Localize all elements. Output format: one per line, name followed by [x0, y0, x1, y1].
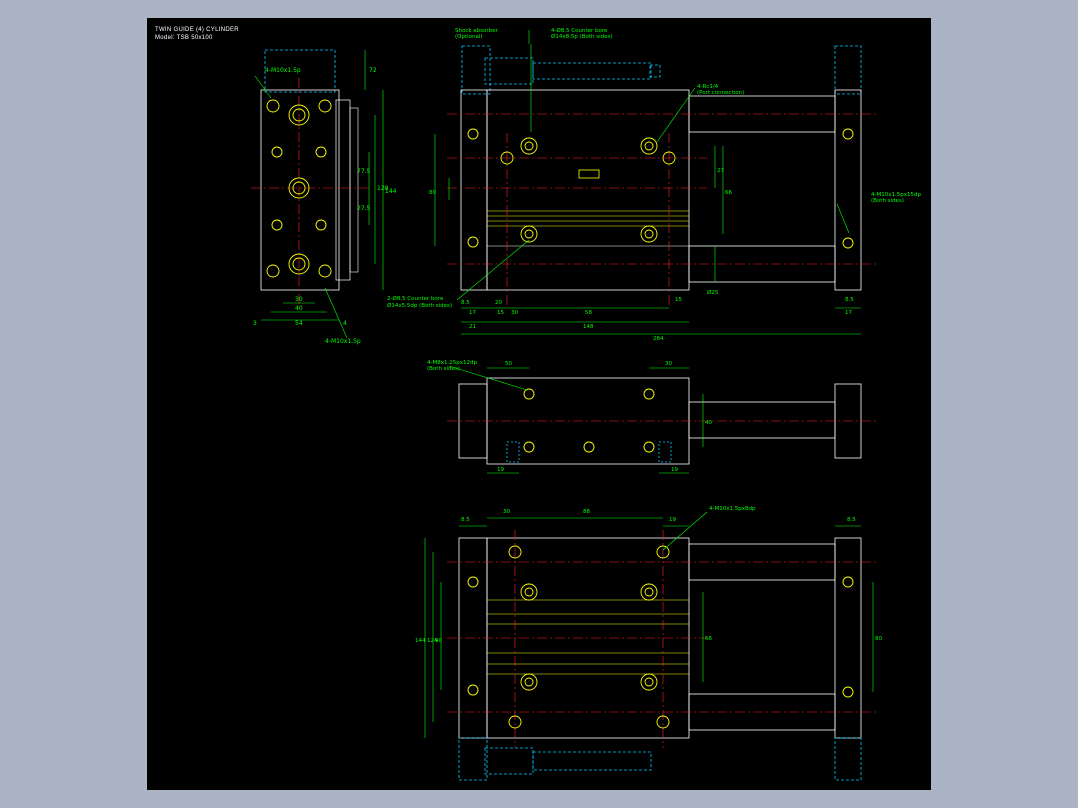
dim-plan-30: 30 [503, 509, 510, 515]
side-body-edge [349, 107, 359, 273]
dim-mid-40: 40 [705, 420, 712, 426]
dim-side-4: 4 [343, 320, 347, 327]
port-callout: 4-Rc1/4 [697, 84, 719, 90]
shock-absorber-body [484, 57, 534, 85]
side-view: 4-M10x1.5p 4-M10x1.5p 30 40 54 3 4 72 77… [251, 49, 397, 345]
front-view: Shock absorber (Optional) 4-Ø8.5 Counter… [387, 27, 921, 342]
dim-mid-19-right: 19 [671, 467, 678, 473]
plan-holes [467, 545, 854, 729]
middle-dim-lines [448, 365, 704, 474]
shock-absorber-optional: (Optional) [455, 34, 483, 40]
middle-view: 4-M8x1.25px12dp (Both sides) 50 30 40 19… [427, 360, 877, 474]
dim-front-27: 27 [717, 168, 724, 174]
plan-centerlines [447, 530, 877, 748]
pin-hole-spec: Ø14x5.5dp (Both sides) [387, 302, 452, 309]
side-holes [266, 99, 332, 278]
dim-front-58: 58 [585, 310, 592, 316]
mid-thread-callout: 4-M8x1.25px12dp [427, 360, 477, 366]
side-thread-callout: 4-M10x1.5p [265, 67, 301, 74]
dim-plan-8-5-right: 8.5 [847, 517, 856, 523]
dim-front-d25: Ø25 [707, 289, 719, 296]
dim-plan-19: 19 [669, 517, 676, 523]
dim-plan-124: 124 [427, 638, 438, 644]
dim-front-17-right: 17 [845, 310, 852, 316]
cad-drawing: 4-M10x1.5p 4-M10x1.5p 30 40 54 3 4 72 77… [251, 27, 921, 781]
plan-body-stripes [487, 599, 689, 675]
dim-mid-50: 50 [505, 361, 512, 367]
dim-front-284: 284 [653, 336, 664, 342]
dim-plan-90: 90 [435, 638, 442, 644]
front-body-stripes [487, 210, 689, 227]
middle-holes [523, 388, 655, 453]
rod-thread-callout: 4-M10x1.5px15dp [871, 192, 921, 198]
mid-thread-sub: (Both sides) [427, 366, 460, 372]
side-thread-callout-bottom: 4-M10x1.5p [325, 338, 361, 345]
dim-side-54: 54 [295, 320, 303, 327]
pin-hole-callout: 2-Ø8.5 Counter bore [387, 295, 444, 302]
plan-end-right [834, 537, 862, 739]
counterbore-spec: Ø14x8.5p (Both sides) [551, 33, 613, 40]
shock-absorber-tip [649, 64, 661, 78]
front-dim-lines [434, 30, 861, 335]
dim-side-30: 30 [295, 296, 303, 303]
front-end-plate-left [460, 89, 488, 291]
plan-hidden-left [458, 737, 488, 781]
side-plate [260, 89, 340, 291]
plan-view: 8.5 30 88 19 8.5 144 124 90 66 80 4-M10x… [415, 506, 882, 781]
dim-front-80: 80 [429, 190, 436, 196]
dim-plan-80: 80 [875, 636, 882, 642]
dim-front-8-5-right: 8.5 [845, 297, 854, 303]
plan-shock-rod [532, 751, 652, 771]
dim-front-15-left: 15 [497, 310, 504, 316]
middle-hidden [506, 441, 672, 463]
dim-front-15-right: 15 [675, 297, 682, 303]
dim-plan-8-5-left: 8.5 [461, 517, 470, 523]
drawing-sheet: TWIN GUIDE (4) CYLINDER Model: TSB 50x10… [147, 18, 931, 790]
dim-front-66: 66 [725, 190, 732, 196]
side-hidden-top [264, 49, 336, 93]
bottom-thread-callout: 4-M10x1.5px8dp [709, 506, 756, 512]
dim-front-17: 17 [469, 310, 476, 316]
front-end-plate-right [834, 89, 862, 291]
front-nameplate [578, 169, 600, 179]
front-centerlines [447, 113, 877, 308]
side-dim-lines [254, 50, 384, 339]
dim-mid-30: 30 [665, 361, 672, 367]
dim-front-8-5-left: 8.5 [461, 300, 470, 306]
dim-front-20: 20 [495, 300, 502, 306]
rod-thread-sub: (Both sides) [871, 198, 904, 204]
dim-side-3: 3 [253, 320, 257, 327]
dim-plan-144: 144 [415, 638, 426, 644]
plan-dim-lines [424, 511, 874, 738]
dim-side-27-5: 27.5 [357, 205, 371, 212]
plan-shock-body [484, 747, 534, 775]
dim-front-30: 30 [511, 310, 518, 316]
dim-side-128: 128 [377, 185, 389, 192]
dim-mid-19-left: 19 [497, 467, 504, 473]
counterbore-callout: 4-Ø8.5 Counter bore [551, 27, 608, 34]
dim-side-144: 144 [385, 188, 397, 195]
dim-side-77-5: 77.5 [357, 168, 371, 175]
front-holes [467, 128, 854, 249]
shock-absorber-rod [532, 62, 652, 80]
side-body [335, 99, 351, 281]
drawing-model: Model: TSB 50x100 [155, 35, 213, 41]
plan-hidden-right [834, 737, 862, 781]
dim-plan-88: 88 [583, 509, 590, 515]
port-sub: (Port connection) [697, 90, 744, 96]
dim-plan-66: 66 [705, 636, 712, 642]
dim-front-148: 148 [583, 324, 594, 330]
front-end-hidden-left [461, 45, 491, 95]
drawing-title: TWIN GUIDE (4) CYLINDER [155, 27, 239, 33]
dim-front-21: 21 [469, 324, 476, 330]
dim-side-40: 40 [295, 305, 303, 312]
front-body [486, 89, 690, 291]
shock-absorber-callout: Shock absorber [455, 28, 499, 34]
dim-side-72: 72 [369, 67, 377, 74]
front-end-hidden-right [834, 45, 862, 95]
